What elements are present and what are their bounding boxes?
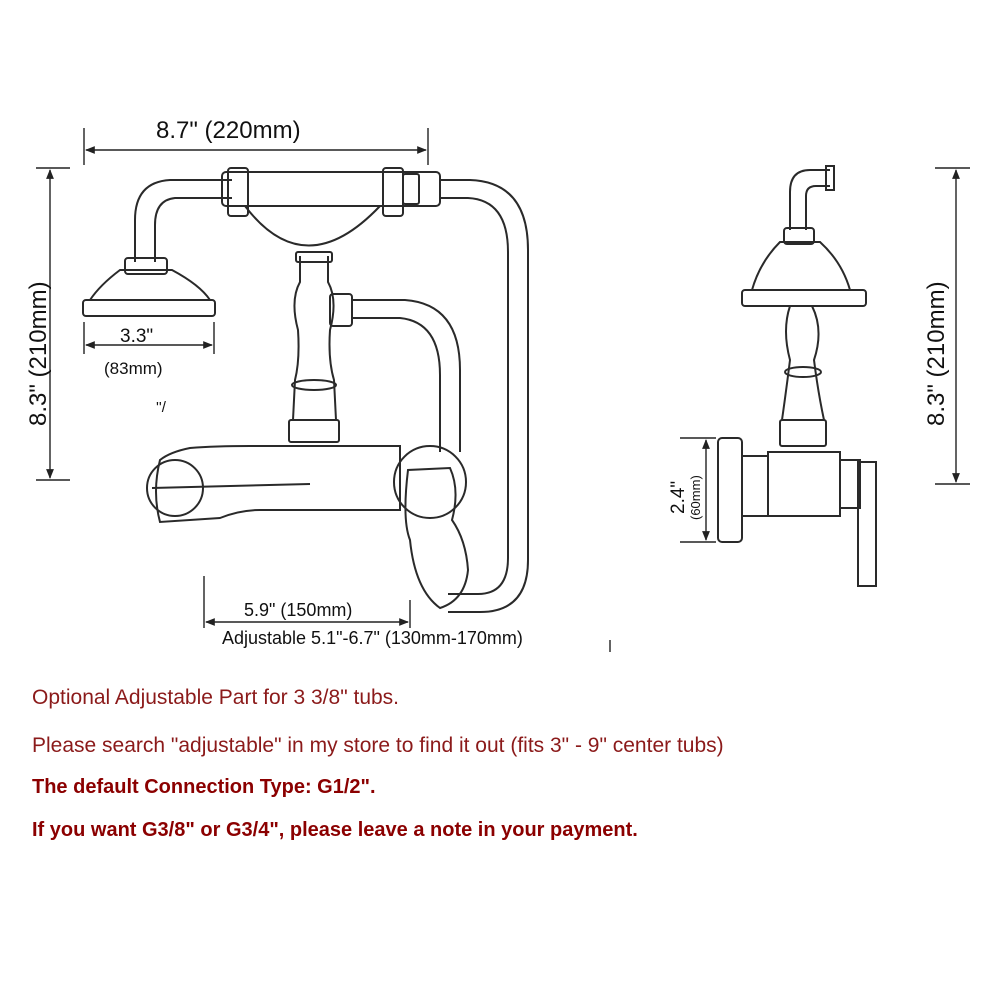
flange-diameter-label: 2.4" [668, 481, 689, 514]
faucet-dimension-diagram: 8.7" (220mm) 8.3" (210mm) 3.3" (83mm) ''… [25, 117, 970, 652]
side-view [717, 165, 877, 587]
side-height-label: 8.3" (210mm) [923, 281, 950, 426]
front-width-label: 8.7" (220mm) [156, 117, 301, 144]
side-valve [717, 437, 877, 587]
front-height-label: 8.3" (210mm) [25, 281, 52, 426]
note-optional-part: Optional Adjustable Part for 3 3/8" tubs… [32, 686, 400, 709]
handset [134, 167, 441, 262]
side-shower-head [741, 165, 867, 307]
note-default-connection: The default Connection Type: G1/2". [32, 776, 376, 798]
side-dimension-lines [680, 167, 970, 543]
side-riser [779, 305, 827, 447]
lever-handle [393, 445, 470, 610]
diverter-pipe [352, 299, 461, 452]
note-search-store: Please search "adjustable" in my store t… [32, 734, 724, 757]
front-view [82, 167, 529, 613]
spout-length-label: 5.9" (150mm) [244, 600, 352, 620]
valve-body [146, 445, 401, 524]
head-diameter-mm-label: (83mm) [104, 359, 163, 378]
hose [440, 179, 529, 613]
flange-diameter-mm-label: (60mm) [688, 475, 703, 520]
front-dimension-lines [36, 128, 611, 652]
riser [288, 251, 353, 443]
adjustable-range-label: Adjustable 5.1"-6.7" (130mm-170mm) [222, 628, 523, 648]
note-alternate-connection: If you want G3/8" or G3/4", please leave… [32, 819, 638, 841]
shower-head [82, 257, 216, 317]
head-diameter-label: 3.3" [120, 326, 153, 347]
stray-mark: ''/ [156, 399, 167, 416]
